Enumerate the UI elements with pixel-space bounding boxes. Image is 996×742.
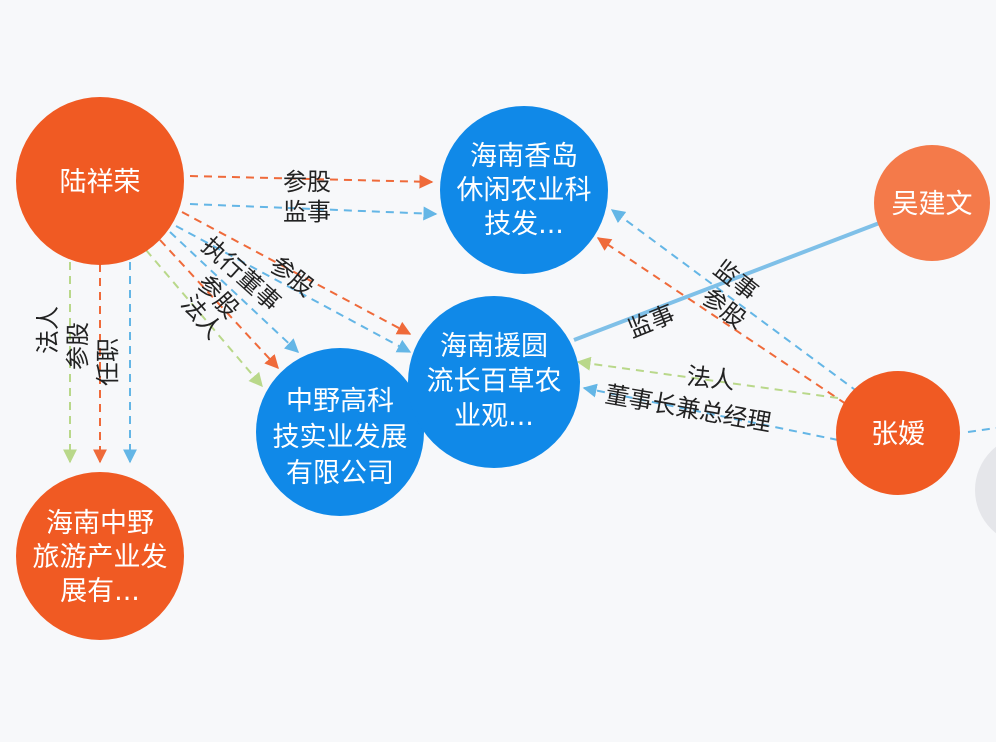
edge-label: 法人 bbox=[34, 306, 62, 354]
node-label: 业观... bbox=[454, 401, 534, 432]
edge-lu-yuanyuan-director bbox=[175, 225, 412, 353]
node-wujianwen[interactable]: 吴建文 bbox=[874, 145, 990, 261]
node-label: 陆祥荣 bbox=[60, 167, 141, 198]
edge-lu-zhongye-blue bbox=[169, 231, 300, 353]
node-label: 有限公司 bbox=[286, 458, 394, 489]
node-haixiangdao[interactable]: 海南香岛 休闲农业科 技发... bbox=[440, 106, 608, 274]
node-label: 海南中野 bbox=[46, 508, 154, 539]
node-label: 休闲农业科 bbox=[457, 175, 592, 206]
node-label: 技实业发展 bbox=[273, 422, 408, 453]
edge-label: 法人 bbox=[685, 362, 736, 395]
edge-lu-zhongye-legal bbox=[145, 249, 263, 388]
node-label: 流长百草农 bbox=[427, 366, 562, 397]
node-luxiangrong[interactable]: 陆祥荣 bbox=[16, 97, 184, 265]
node-zhongyegaoke[interactable]: 中野高科 技实业发展 有限公司 bbox=[256, 348, 424, 516]
edge-lu-xiangdao-invest bbox=[189, 174, 434, 189]
edge-zhang-xiangdao-supervisor bbox=[610, 209, 859, 393]
edge-zhang-yuanyuan-legal bbox=[576, 356, 839, 399]
edge-label: 参股 bbox=[64, 322, 92, 370]
node-zhangyuan[interactable]: 张嫒 bbox=[836, 371, 960, 495]
node-label: 海南援圆 bbox=[440, 331, 548, 362]
node-label: 吴建文 bbox=[892, 189, 973, 220]
edge-label: 监事 bbox=[283, 198, 331, 226]
edge-wu-yuanyuan-supervisor bbox=[573, 220, 883, 342]
edge-lu-yuanyuan-invest bbox=[181, 211, 412, 335]
node-label: 旅游产业发 bbox=[33, 542, 168, 573]
edge-label: 参股 bbox=[283, 168, 331, 196]
edge-label: 监事 bbox=[624, 300, 679, 344]
node-haiyuanyuan[interactable]: 海南援圆 流长百草农 业观... bbox=[408, 296, 580, 468]
offscreen-edge bbox=[967, 427, 996, 433]
edge-label: 任职 bbox=[94, 338, 122, 386]
offscreen-node bbox=[975, 446, 996, 534]
node-label: 展有... bbox=[60, 576, 140, 607]
node-label: 张嫒 bbox=[871, 419, 925, 450]
node-label: 技发... bbox=[484, 209, 564, 240]
edge-zhang-yuanyuan-chairman bbox=[582, 383, 839, 441]
node-label: 海南香岛 bbox=[470, 141, 578, 172]
node-haizhongye[interactable]: 海南中野 旅游产业发 展有... bbox=[16, 472, 184, 640]
edge-lu-zhongye-invest bbox=[159, 239, 279, 370]
node-label: 中野高科 bbox=[286, 386, 394, 417]
edge-zhang-xiangdao-invest bbox=[596, 237, 847, 405]
